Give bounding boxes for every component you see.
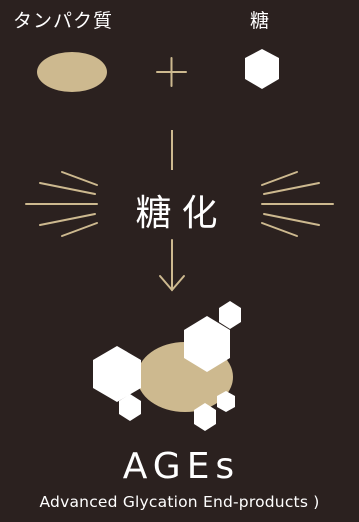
sugar-hexagon-icon: [245, 49, 279, 89]
protein-label: タンパク質: [13, 10, 114, 32]
glycation-label: 糖化: [135, 193, 228, 234]
sugar-label: 糖: [250, 10, 270, 32]
protein-oval-icon: [37, 52, 107, 92]
ages-hexagon-large-right: [184, 316, 230, 372]
ages-hexagon-small-top: [219, 301, 241, 329]
left-rays-icon: [25, 171, 98, 237]
ages-full-name-label: Advanced Glycation End-products ): [39, 493, 320, 511]
ages-hexagon-small-bottom-right: [194, 403, 216, 431]
ages-hexagon-large-left: [93, 346, 141, 402]
plus-icon: [156, 57, 187, 87]
ages-label: AGEs: [122, 446, 241, 487]
ages-hexagon-tiny-right: [217, 391, 235, 412]
right-rays-icon: [261, 171, 334, 237]
down-arrow-icon: [159, 239, 185, 292]
ages-hexagon-small-bottom-left: [119, 394, 141, 421]
